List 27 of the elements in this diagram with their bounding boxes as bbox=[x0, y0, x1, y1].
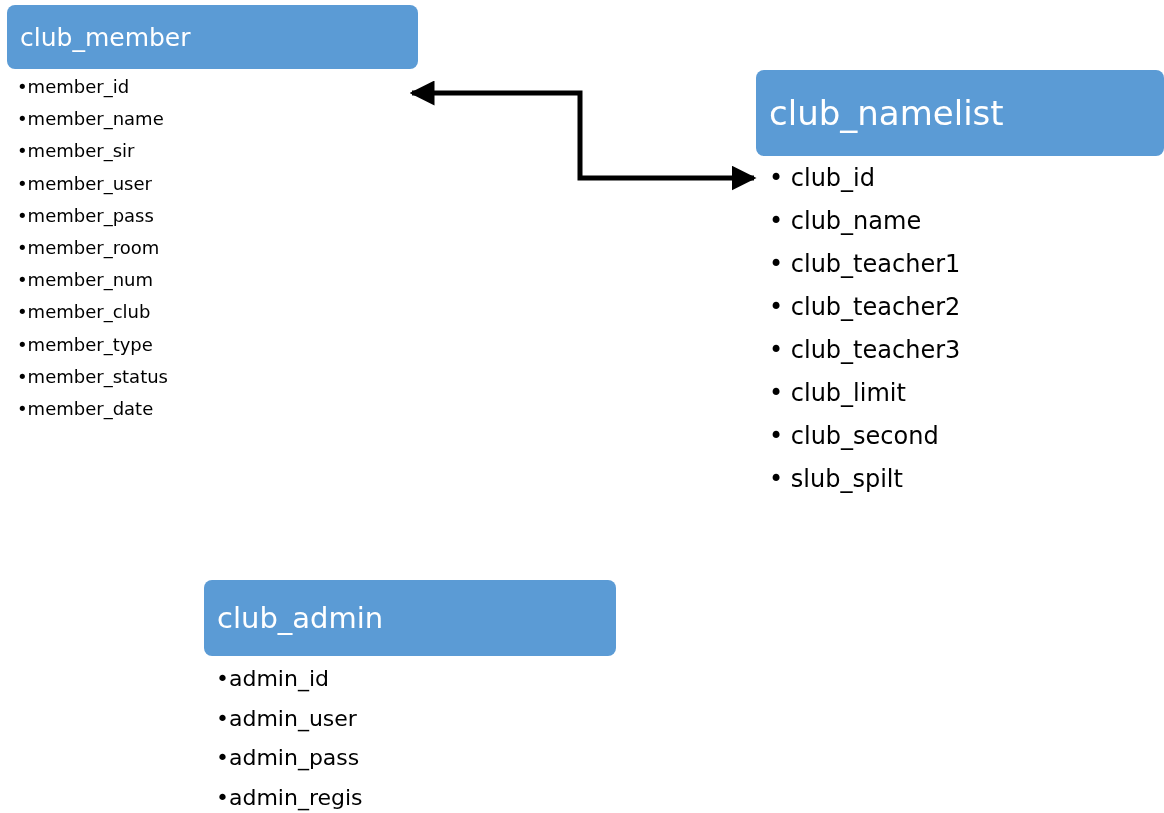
field-name: •member_user bbox=[17, 171, 152, 197]
table-header: club_admin bbox=[204, 580, 616, 656]
field-name: •member_type bbox=[17, 332, 153, 358]
table-header: club_namelist bbox=[756, 70, 1164, 156]
field-name: •admin_user bbox=[216, 704, 357, 734]
field-name: • club_limit bbox=[769, 378, 906, 409]
field-name: • club_teacher3 bbox=[769, 335, 961, 366]
table-header: club_member bbox=[7, 5, 418, 69]
field-name: •member_sir bbox=[17, 139, 135, 164]
field-name: •admin_id bbox=[216, 665, 329, 694]
field-name: •member_status bbox=[17, 364, 168, 390]
field-name: •member_date bbox=[17, 397, 154, 422]
field-name: • club_id bbox=[769, 163, 875, 194]
field-name: •member_name bbox=[17, 107, 164, 132]
field-name: •member_num bbox=[17, 268, 153, 293]
field-name: •member_club bbox=[17, 300, 151, 325]
arrow bbox=[409, 80, 757, 191]
field-name: • club_second bbox=[769, 421, 939, 452]
field-name: •member_id bbox=[17, 75, 130, 100]
field-name: • slub_spilt bbox=[769, 464, 903, 495]
field-name: •member_room bbox=[17, 236, 160, 261]
field-name: • club_teacher1 bbox=[769, 249, 961, 280]
field-name: •admin_pass bbox=[216, 744, 360, 773]
field-name: •admin_regis bbox=[216, 783, 363, 813]
field-name: • club_teacher2 bbox=[769, 292, 961, 323]
field-name: •member_pass bbox=[17, 203, 154, 229]
field-name: • club_name bbox=[769, 206, 922, 237]
